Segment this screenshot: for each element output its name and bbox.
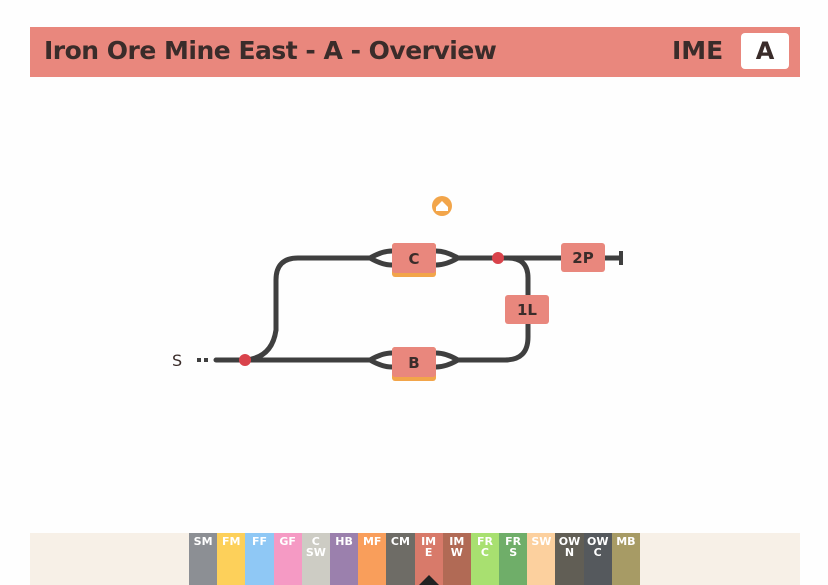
tab-label: IM E [421,535,437,559]
tab-label: FF [251,535,267,548]
svg-text:C: C [408,250,419,268]
tab-label: OW N [558,535,581,559]
track-loop-b [367,350,461,370]
tab-sm[interactable]: SM [189,533,218,585]
tab-label: SM [193,535,213,548]
tab-gf[interactable]: GF [273,533,302,585]
tab-fm[interactable]: FM [217,533,246,585]
active-tab-marker [418,575,439,585]
tab-frc[interactable]: FR C [470,533,500,585]
tab-ime[interactable]: IM E [414,533,443,585]
tab-label: FR C [476,535,493,559]
node-b[interactable]: B [392,347,436,381]
tab-mb[interactable]: MB [611,533,640,585]
track-branch-right [495,255,531,298]
track-loop-c [367,248,461,268]
tab-label: CM [390,535,410,548]
home-icon[interactable] [432,196,452,216]
tab-label: IM W [449,535,465,559]
tab-own[interactable]: OW N [555,533,584,585]
tab-imw[interactable]: IM W [442,533,471,585]
tab-label: MF [362,535,382,548]
tab-label: FR S [505,535,522,559]
node-1l[interactable]: 1L [505,295,549,324]
tab-label: GF [279,535,296,548]
area-code: IME [672,36,724,65]
tab-label: MB [616,535,636,548]
tab-label: C SW [305,535,326,559]
track-branch-left [242,327,279,363]
node-2p[interactable]: 2P [561,243,605,272]
junction-left [239,354,251,366]
tab-mf[interactable]: MF [358,533,387,585]
tab-owc[interactable]: OW C [583,533,612,585]
tab-ff[interactable]: FF [245,533,274,585]
track-dots [197,358,208,362]
tab-csw[interactable]: C SW [301,533,330,585]
section-badge[interactable]: A [741,33,789,69]
svg-text:2P: 2P [572,249,593,267]
node-c[interactable]: C [392,243,436,277]
tab-label: SW [531,535,552,548]
tab-frs[interactable]: FR S [499,533,528,585]
header-bar: Iron Ore Mine East - A - Overview IME A [30,27,800,77]
svg-text:1L: 1L [517,301,537,319]
tab-label: OW C [586,535,609,559]
area-tab-bar: SM FM FF GF C SW HB MF CM IM E IM W FR C FR S SW OW N… [30,533,800,585]
tab-sw[interactable]: SW [527,533,556,585]
tab-cm[interactable]: CM [386,533,415,585]
page-title: Iron Ore Mine East - A - Overview [44,36,497,65]
tab-hb[interactable]: HB [329,533,359,585]
junction-right [492,252,504,264]
tab-label: HB [335,535,353,548]
tab-label: FM [222,535,241,548]
svg-text:B: B [408,354,419,372]
start-label: S [172,351,182,370]
